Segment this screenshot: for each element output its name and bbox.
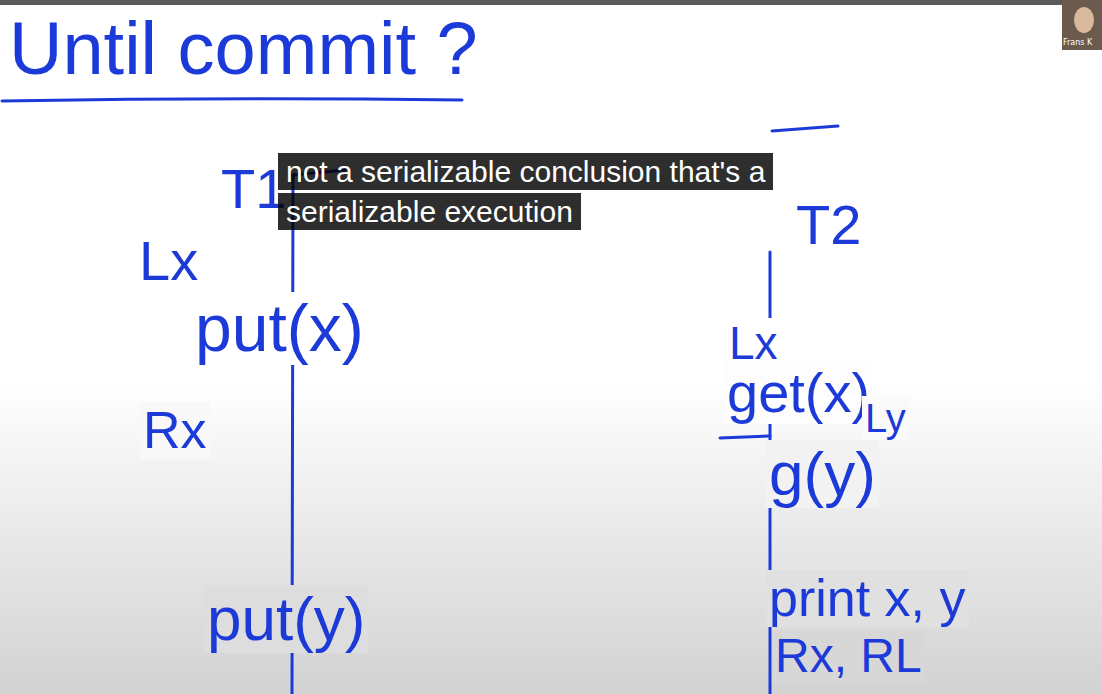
operation: put(x): [192, 292, 367, 365]
webcam-thumb: [1062, 0, 1102, 50]
release-note: Rx, RL: [772, 630, 925, 683]
operation: g(y): [766, 440, 879, 508]
operation: put(y): [204, 585, 368, 653]
lock-note: Lx: [726, 318, 781, 369]
timeline-name: T2: [793, 194, 864, 256]
t2-top-bar: [772, 126, 838, 131]
player-shade: [0, 380, 1102, 694]
webcam-name: Frans K: [1063, 38, 1092, 47]
webcam-face: [1074, 7, 1094, 33]
title-underline: [2, 99, 462, 101]
lock-note: Ly: [862, 396, 909, 440]
subtitle-text: not a serializable conclusion that's a s…: [278, 153, 773, 230]
operation: print x, y: [766, 570, 969, 627]
subtitle-box: not a serializable conclusion that's a s…: [278, 152, 878, 232]
release-note: Rx: [140, 402, 210, 459]
t2-tick: [720, 436, 770, 438]
operation: get(x): [724, 362, 873, 424]
board-title: Until commit ?: [6, 8, 481, 89]
top-strip: [0, 0, 1102, 5]
lock-note: Lx: [136, 230, 201, 292]
